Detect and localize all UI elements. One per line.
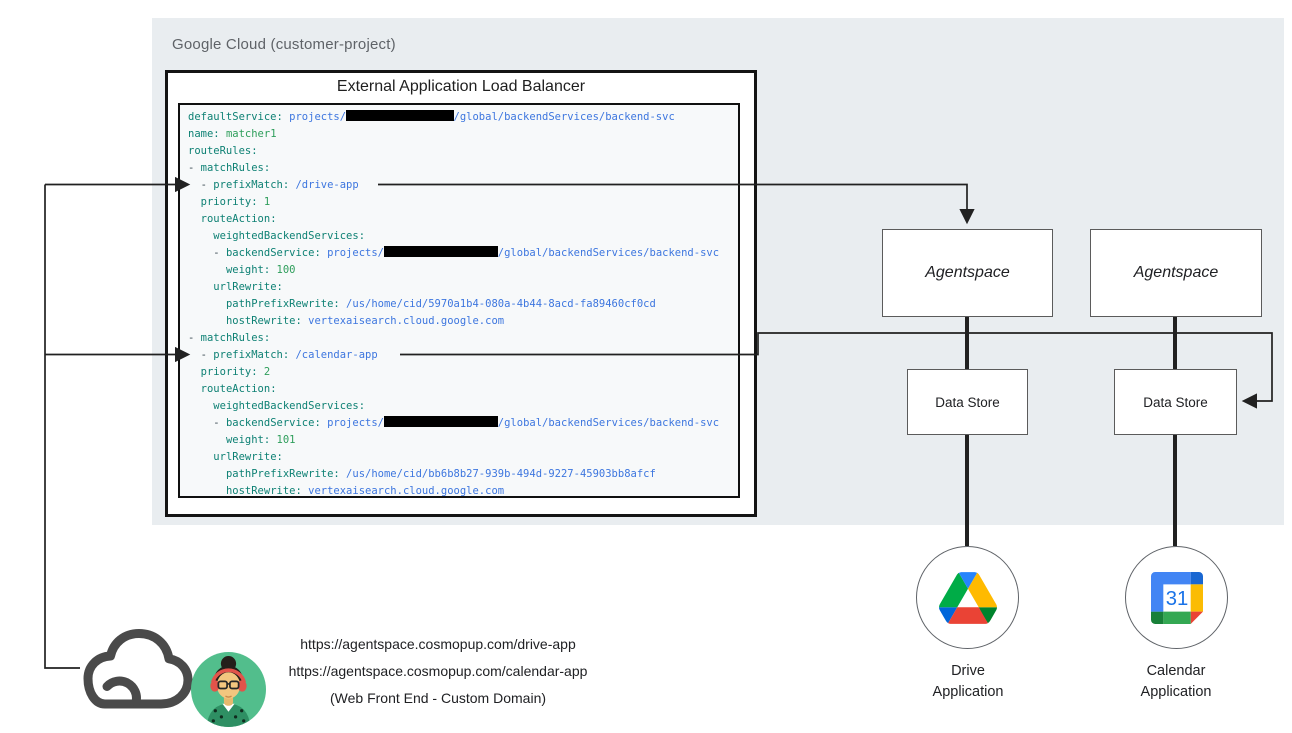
yaml-code-line: hostRewrite: vertexaisearch.cloud.google… (225, 315, 505, 327)
agentspace-box-calendar: Agentspace (1090, 229, 1262, 317)
yaml-code-line: defaultService: projects//global/backend… (188, 110, 675, 123)
redaction-bar (384, 246, 498, 257)
yaml-code-line: priority: 1 (200, 196, 271, 208)
redaction-bar (384, 416, 498, 427)
yaml-code-line: priority: 2 (200, 366, 271, 378)
google-drive-icon (938, 571, 997, 624)
yaml-code-line: pathPrefixRewrite: /us/home/cid/bb6b8b27… (225, 468, 656, 480)
drive-app-url: https://agentspace.cosmopup.com/drive-ap… (300, 636, 576, 652)
connector-user-rail (44, 184, 80, 669)
yaml-code-line: - matchRules: (188, 332, 271, 344)
lb-yaml-code: defaultService: projects//global/backend… (178, 103, 740, 498)
yaml-code-line: pathPrefixRewrite: /us/home/cid/5970a1b4… (225, 298, 656, 310)
drive-application-label: Drive Application (932, 663, 1004, 700)
yaml-code-line: - backendService: projects//global/backe… (188, 416, 720, 429)
redaction-bar (346, 110, 454, 121)
calendar-day-number: 31 (1165, 588, 1188, 610)
project-panel-label: Google Cloud (customer-project) (172, 36, 396, 53)
calendar-application-circle: 31 (1125, 546, 1228, 649)
drive-application-circle (916, 546, 1019, 649)
yaml-code-line: - prefixMatch: /calendar-app (188, 349, 378, 361)
yaml-code-line: urlRewrite: (213, 451, 283, 463)
yaml-code-line: name: matcher1 (188, 128, 277, 140)
data-store-label: Data Store (935, 394, 1000, 410)
cloud-icon (83, 629, 193, 709)
data-store-box-calendar: Data Store (1114, 369, 1237, 435)
yaml-code-line: - prefixMatch: /drive-app (188, 179, 359, 191)
yaml-code-line: weight: 101 (225, 434, 296, 446)
agentspace-label: Agentspace (925, 264, 1010, 281)
yaml-code-line: hostRewrite: vertexaisearch.cloud.google… (225, 485, 505, 497)
calendar-application-label: Calendar Application (1140, 663, 1212, 700)
yaml-code-line: weightedBackendServices: (213, 400, 366, 412)
agentspace-label: Agentspace (1133, 264, 1219, 281)
user-avatar (191, 652, 266, 727)
yaml-code-line: routeAction: (200, 383, 277, 395)
google-calendar-icon: 31 (1150, 571, 1203, 624)
yaml-code-line: - backendService: projects//global/backe… (188, 246, 720, 259)
front-end-caption: (Web Front End - Custom Domain) (329, 690, 547, 706)
data-store-box-drive: Data Store (907, 369, 1028, 435)
yaml-code-line: routeRules: (188, 145, 258, 157)
load-balancer-title: External Application Load Balancer (336, 78, 586, 95)
yaml-code-line: weight: 100 (225, 264, 296, 276)
calendar-app-url: https://agentspace.cosmopup.com/calendar… (288, 663, 588, 679)
yaml-code-line: urlRewrite: (213, 281, 283, 293)
web-front-end-urls: https://agentspace.cosmopup.com/drive-ap… (278, 631, 598, 712)
agentspace-box-drive: Agentspace (882, 229, 1053, 317)
yaml-code-line: weightedBackendServices: (213, 230, 366, 242)
yaml-code-line: - matchRules: (188, 162, 271, 174)
yaml-code-line: routeAction: (200, 213, 277, 225)
data-store-label: Data Store (1143, 394, 1208, 410)
